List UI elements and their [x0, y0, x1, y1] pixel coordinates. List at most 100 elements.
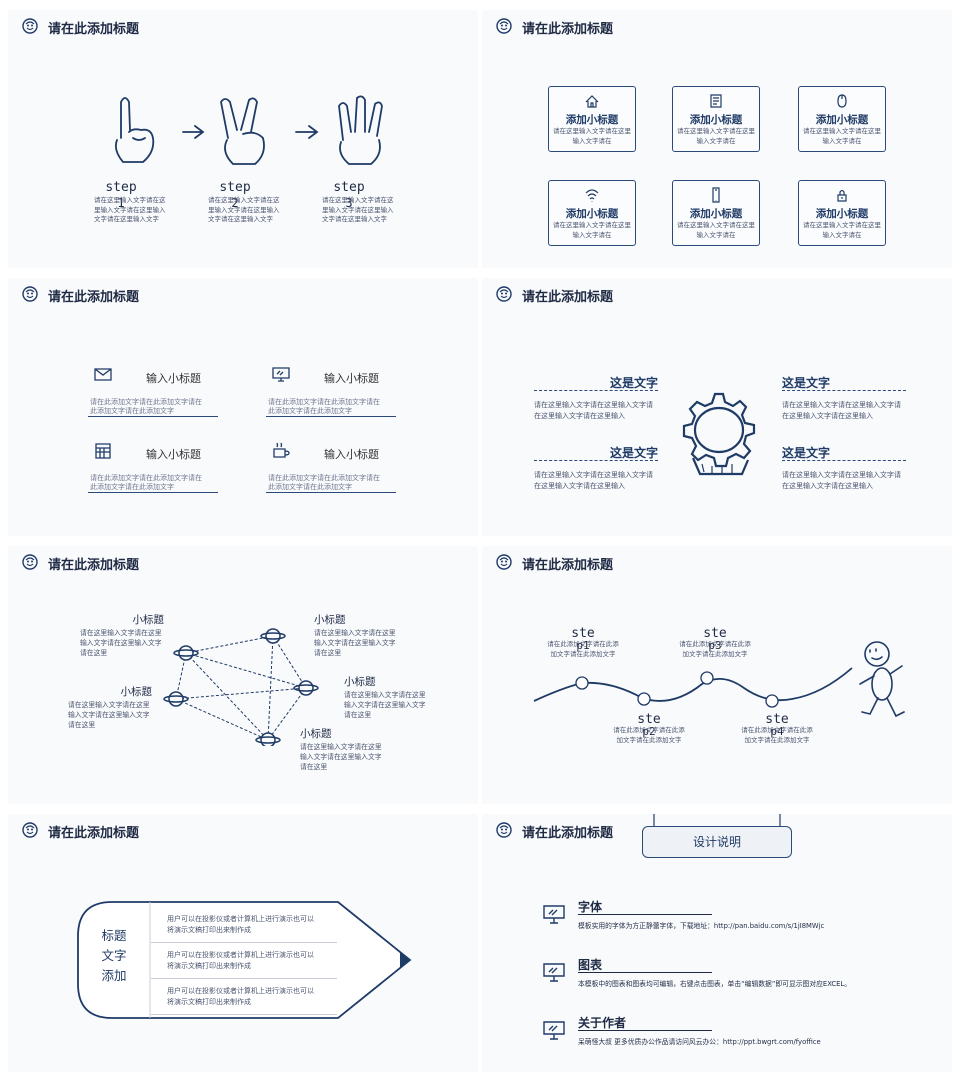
- pencil-row-text: 用户可以在投影仪或者计算机上进行演示也可以将演示文稿打印出来制作成: [167, 987, 314, 1006]
- step-text: 请在这里输入文字请在这里输入文字请在这里输入文字请在这里输入文字: [94, 196, 166, 223]
- slide-network: 请在此添加标题 小标题请在这里输入文字请在这里输入文字请在这里输入文字请在这里小…: [8, 546, 478, 804]
- slide-title: 请在此添加标题: [48, 558, 140, 573]
- card-text: 请在这里输入文字请在这里输入文字请在: [553, 221, 631, 239]
- feature-card: 添加小标题请在这里输入文字请在这里输入文字请在: [548, 180, 636, 246]
- card-text: 请在这里输入文字请在这里输入文字请在: [677, 127, 755, 145]
- point-label: p1: [576, 639, 590, 652]
- wifi-icon: [585, 189, 599, 202]
- network-item-title: 小标题: [314, 614, 346, 626]
- item-underline: [88, 416, 218, 417]
- phone-icon: [712, 187, 720, 203]
- item-text: 请在此添加文字请在此添加文字请在此添加文字请在此添加文字: [90, 474, 202, 491]
- section-text: 本模板中的图表和图表均可编辑，右键点击图表，单击“编辑数据”即可显示图对应EXC…: [578, 980, 852, 988]
- slide-title: 请在此添加标题: [522, 290, 614, 305]
- logo-icon: [22, 286, 38, 302]
- slide-title: 请在此添加标题: [522, 558, 614, 573]
- logo-icon: [22, 554, 38, 570]
- item-text: 请在此添加文字请在此添加文字请在此添加文字请在此添加文字: [90, 398, 202, 415]
- network-item-title: 小标题: [300, 728, 332, 740]
- timeline-wave: [533, 641, 905, 718]
- section-title: 字体: [578, 900, 603, 914]
- text-item-dash: [534, 390, 658, 391]
- text-item-dash: [782, 460, 906, 461]
- card-title: 添加小标题: [565, 114, 619, 126]
- card-text: 请在这里输入文字请在这里输入文字请在: [677, 221, 755, 239]
- coffee-icon: [273, 442, 290, 458]
- item-underline: [266, 416, 396, 417]
- step-number: 2: [231, 196, 239, 210]
- item-text: 请在此添加文字请在此添加文字请在此添加文字请在此添加文字: [268, 398, 380, 415]
- pencil-label-line: 添加: [101, 968, 127, 983]
- network-item-text: 请在这里输入文字请在这里输入文字请在这里输入文字请在这里: [300, 743, 382, 771]
- card-title: 添加小标题: [565, 208, 619, 220]
- text-item-title: 这是文字: [782, 446, 831, 460]
- point-word: ste: [571, 626, 595, 641]
- text-item-text: 请在这里输入文字请在这里输入文字请在这里输入文字请在这里输入: [782, 401, 901, 420]
- logo-icon: [496, 554, 512, 570]
- lock-icon: [837, 189, 847, 202]
- item-title: 输入小标题: [324, 372, 379, 385]
- monitor-icon: [543, 1021, 565, 1040]
- logo-icon: [496, 18, 512, 34]
- network-item-text: 请在这里输入文字请在这里输入文字请在这里输入文字请在这里: [344, 691, 426, 719]
- pencil-row-text: 用户可以在投影仪或者计算机上进行演示也可以将演示文稿打印出来制作成: [167, 915, 314, 934]
- pencil-row: 用户可以在投影仪或者计算机上进行演示也可以将演示文稿打印出来制作成: [151, 942, 337, 979]
- hand-gestures: [114, 95, 383, 165]
- calendar-icon: [95, 443, 111, 459]
- slide-gear: 请在此添加标题 这是文字请在这里输入文字请在这里输入文字请在这里输入文字请在这里…: [482, 278, 952, 536]
- slide-title: 请在此添加标题: [48, 22, 140, 37]
- slide-subtitles: 请在此添加标题 输入小标题请在此添加文字请在此添加文字请在此添加文字请在此添加文…: [8, 278, 478, 536]
- item-title: 输入小标题: [146, 372, 201, 385]
- text-item-title: 这是文字: [609, 376, 658, 390]
- feature-card: 添加小标题请在这里输入文字请在这里输入文字请在: [548, 86, 636, 152]
- monitor-icon: [543, 905, 565, 924]
- point-label: p2: [642, 725, 656, 738]
- runner-figure: [859, 641, 905, 718]
- slide-title: 请在此添加标题: [48, 826, 140, 841]
- pencil-shape: [77, 901, 412, 1019]
- slide-cards: 请在此添加标题 添加小标题请在这里输入文字请在这里输入文字请在添加小标题请在这里…: [482, 10, 952, 268]
- slide-design-notes: 请在此添加标题 设计说明 字体模板实用的字体为方正静蕾字体，下载地址：http:…: [482, 814, 952, 1072]
- step-number: 1: [117, 196, 125, 210]
- network-item-title: 小标题: [120, 686, 153, 698]
- text-item-title: 这是文字: [782, 376, 831, 390]
- item-title: 输入小标题: [324, 448, 379, 461]
- design-notes-sign: 设计说明: [642, 826, 792, 858]
- text-item-text: 请在这里输入文字请在这里输入文字请在这里输入文字请在这里输入: [534, 471, 653, 490]
- pencil-label: 标题 文字 添加: [90, 926, 138, 986]
- point-label: p3: [708, 639, 722, 652]
- slide-title: 请在此添加标题: [522, 826, 614, 841]
- step-text: 请在这里输入文字请在这里输入文字请在这里输入文字请在这里输入文字: [208, 196, 280, 223]
- pencil-label-line: 标题: [101, 928, 127, 943]
- point-text: 请在此添加文字请在此添加文字请在此添加文字: [741, 726, 813, 744]
- logo-icon: [496, 822, 512, 838]
- card-title: 添加小标题: [689, 208, 743, 220]
- pencil-row: 用户可以在投影仪或者计算机上进行演示也可以将演示文稿打印出来制作成: [151, 978, 337, 1015]
- mouse-icon: [837, 94, 847, 108]
- slide-title: 请在此添加标题: [522, 22, 614, 37]
- feature-card: 添加小标题请在这里输入文字请在这里输入文字请在: [672, 86, 760, 152]
- card-text: 请在这里输入文字请在这里输入文字请在: [803, 221, 881, 239]
- point-text: 请在此添加文字请在此添加文字请在此添加文字: [547, 640, 619, 658]
- network-item-title: 小标题: [132, 614, 165, 626]
- point-word: ste: [637, 712, 661, 727]
- feature-card: 添加小标题请在这里输入文字请在这里输入文字请在: [672, 180, 760, 246]
- section-underline: [578, 914, 712, 915]
- section-underline: [578, 972, 712, 973]
- logo-icon: [496, 286, 512, 302]
- pencil-label-line: 文字: [101, 948, 127, 963]
- card-text: 请在这里输入文字请在这里输入文字请在: [553, 127, 631, 145]
- step-text: 请在这里输入文字请在这里输入文字请在这里输入文字请在这里输入文字: [322, 196, 394, 223]
- section-text: 呆萌怪大叔 更多优质办公作品请访问风云办公：http://ppt.bwgrt.c…: [578, 1038, 821, 1046]
- step-number: 3: [345, 196, 353, 210]
- item-underline: [266, 492, 396, 493]
- step-word: step: [333, 180, 365, 195]
- home-icon: [585, 95, 599, 108]
- text-item-text: 请在这里输入文字请在这里输入文字请在这里输入文字请在这里输入: [782, 471, 901, 490]
- text-item-text: 请在这里输入文字请在这里输入文字请在这里输入文字请在这里输入: [534, 401, 653, 420]
- card-title: 添加小标题: [815, 208, 869, 220]
- network-item-text: 请在这里输入文字请在这里输入文字请在这里输入文字请在这里: [314, 629, 396, 657]
- text-item-dash: [534, 460, 658, 461]
